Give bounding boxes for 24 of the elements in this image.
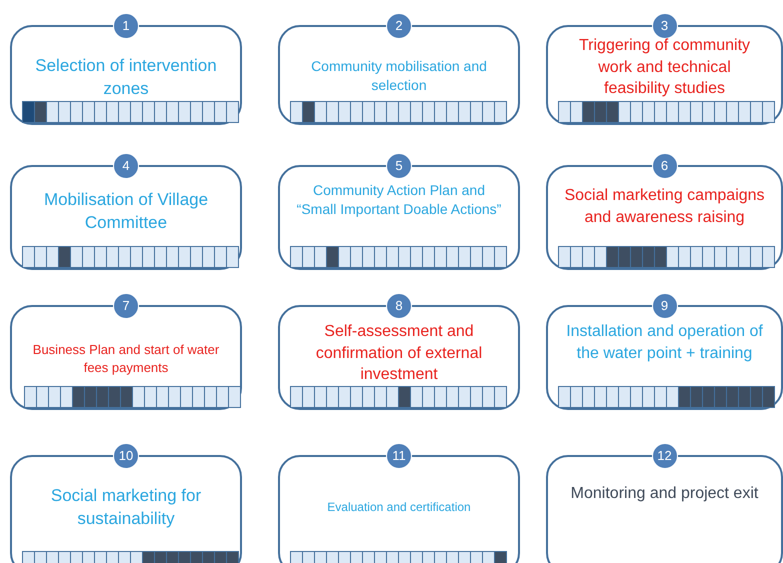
- step-number: 9: [652, 293, 678, 319]
- step-title: Community mobilisation and selection: [310, 57, 488, 95]
- step-title: Business Plan and start of water fees payments: [32, 341, 220, 376]
- step-number: 5: [386, 153, 412, 179]
- step-title: Selection of intervention zones: [34, 55, 218, 100]
- step-number: 12: [652, 443, 678, 469]
- step-title: Triggering of community work and technical feasibility studies: [578, 36, 752, 100]
- step-title: Mobilisation of Village Committee: [42, 189, 210, 234]
- step-title: Evaluation and certification: [326, 499, 472, 516]
- step-number: 7: [113, 293, 139, 319]
- step-number: 10: [113, 443, 139, 469]
- step-title: Community Action Plan and “Small Important Doable Actions”: [296, 181, 502, 219]
- step-title: Self-assessment and confirmation of external investment: [314, 322, 484, 386]
- step-title: Installation and operation of the water point + training: [565, 322, 764, 364]
- step-number: 8: [386, 293, 412, 319]
- step-number: 1: [113, 13, 139, 39]
- step-title: Social marketing campaigns and awareness raising: [564, 186, 765, 228]
- step-number: 4: [113, 153, 139, 179]
- step-number: 6: [652, 153, 678, 179]
- step-number: 2: [386, 13, 412, 39]
- step-number: 11: [386, 443, 412, 469]
- step-title: Monitoring and project exit: [570, 484, 760, 504]
- step-title: Social marketing for sustainability: [50, 485, 202, 530]
- step-number: 3: [652, 13, 678, 39]
